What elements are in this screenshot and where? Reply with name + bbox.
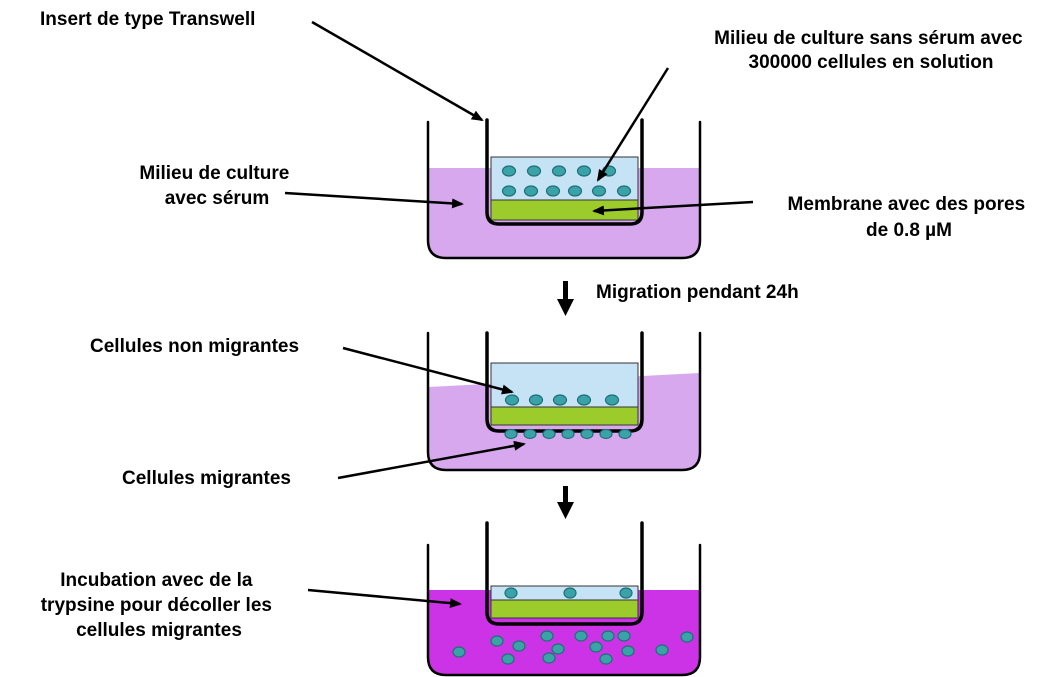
label-migration: Migration pendant 24h xyxy=(596,282,799,303)
label-non-migrating: Cellules non migrantes xyxy=(90,336,299,357)
cell xyxy=(490,635,504,647)
cell xyxy=(523,428,537,440)
cell xyxy=(512,640,526,652)
label-membrane: Membrane avec des pores de 0.8 µM xyxy=(788,194,1031,241)
label-medium-serum: Milieu de culture avec sérum xyxy=(139,163,294,209)
cell xyxy=(680,631,694,643)
cell xyxy=(601,630,615,642)
cell xyxy=(542,652,556,664)
cell xyxy=(552,394,568,406)
label-migrating: Cellules migrantes xyxy=(122,468,291,489)
pointer-medium-no-serum xyxy=(596,67,670,182)
cell xyxy=(574,630,588,642)
cell xyxy=(655,644,669,656)
stage-2-well xyxy=(426,331,702,472)
membrane xyxy=(490,406,639,426)
label-incubation: Incubation avec de la trypsine pour déco… xyxy=(41,570,278,641)
cell xyxy=(604,394,620,406)
non-migrating-cells xyxy=(504,394,620,406)
cell xyxy=(545,185,561,197)
stage-3-well xyxy=(426,521,702,677)
migrating-cells xyxy=(504,428,632,440)
cell xyxy=(621,645,635,657)
cell xyxy=(523,185,539,197)
insert-wall xyxy=(485,521,644,626)
pointer-medium-serum xyxy=(284,191,464,209)
outer-well-wall xyxy=(426,120,702,260)
cell xyxy=(561,428,575,440)
cell xyxy=(551,165,567,177)
pointer-membrane xyxy=(592,200,754,216)
down-arrow-icon xyxy=(557,486,574,519)
cell xyxy=(563,587,577,599)
cell xyxy=(617,630,631,642)
pointer-migrating xyxy=(337,440,526,480)
cell xyxy=(501,653,515,665)
cell xyxy=(501,185,517,197)
pointer-non-migrating xyxy=(342,346,514,395)
cell xyxy=(567,185,583,197)
cell xyxy=(551,643,565,655)
cells-in-solution xyxy=(501,165,632,197)
cell xyxy=(576,165,592,177)
pointer-insert xyxy=(311,20,484,122)
cell xyxy=(589,641,603,653)
outer-well-wall xyxy=(426,331,702,472)
cell xyxy=(504,587,518,599)
stage-1-well xyxy=(426,118,702,260)
cell xyxy=(501,165,517,177)
cell xyxy=(618,428,632,440)
membrane xyxy=(490,599,639,619)
cell xyxy=(576,394,592,406)
down-arrow-icon xyxy=(557,281,574,316)
cell xyxy=(526,165,542,177)
insert-wall xyxy=(485,118,644,226)
outer-well-wall xyxy=(426,543,702,677)
cell xyxy=(599,653,613,665)
cell xyxy=(599,428,613,440)
remaining-cells xyxy=(504,587,633,599)
cell xyxy=(542,428,556,440)
cell xyxy=(452,646,466,658)
label-insert: Insert de type Transwell xyxy=(40,9,255,30)
cell xyxy=(504,394,520,406)
cell xyxy=(580,428,594,440)
cell xyxy=(504,428,518,440)
cell xyxy=(591,185,607,197)
pointer-incubation xyxy=(307,588,462,609)
label-medium-no-serum: Milieu de culture sans sérum avec 300000… xyxy=(714,28,1028,73)
detached-cells xyxy=(452,630,694,665)
cell xyxy=(619,587,633,599)
cell xyxy=(540,630,554,642)
cell xyxy=(616,185,632,197)
cell xyxy=(528,394,544,406)
